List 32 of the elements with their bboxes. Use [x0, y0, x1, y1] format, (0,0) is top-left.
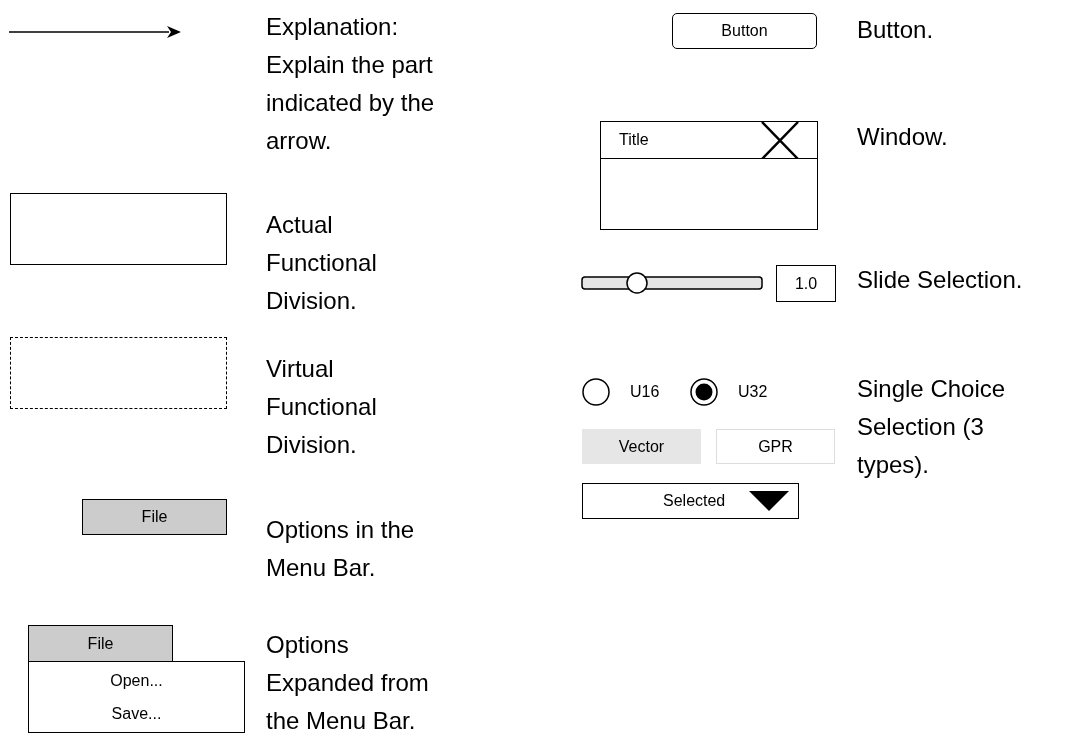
option-label: GPR: [758, 436, 793, 457]
button-label: Button: [721, 21, 768, 41]
field-value: 1.0: [794, 273, 818, 294]
radio-label: U16: [630, 382, 660, 402]
select-value: Selected: [663, 491, 726, 511]
menu-item: Save...: [111, 703, 162, 724]
legend-text: Single Choice Selection (3 types).: [857, 374, 1007, 480]
toggle-option: [582, 429, 701, 464]
legend-text: Slide Selection.: [857, 265, 1024, 295]
select-field: [582, 483, 799, 519]
value-field: [776, 265, 836, 302]
menu-item: Open...: [110, 670, 163, 691]
menu-option: [82, 499, 227, 535]
window-title: Title: [619, 130, 649, 150]
legend-text: Window.: [857, 122, 949, 152]
menu-label: File: [141, 507, 168, 527]
dropdown-menu: [28, 661, 245, 733]
menu-tab: [28, 625, 173, 662]
menu-label: File: [87, 633, 114, 654]
button: [672, 13, 817, 49]
legend-text: Explanation: Explain the part indicated by the arrow.: [266, 12, 436, 156]
virtual-box: [10, 337, 227, 409]
radio-label: U32: [738, 382, 768, 402]
legend-text: Options Expanded from the Menu Bar.: [266, 630, 430, 736]
legend-text: Actual Functional Division.: [266, 210, 378, 316]
window: [600, 121, 818, 230]
toggle-option: [716, 429, 835, 464]
legend-text: Button.: [857, 15, 935, 45]
legend-text: Virtual Functional Division.: [266, 354, 378, 460]
functional-box: [10, 193, 227, 265]
option-label: Vector: [618, 436, 665, 457]
legend-text: Options in the Menu Bar.: [266, 515, 416, 583]
